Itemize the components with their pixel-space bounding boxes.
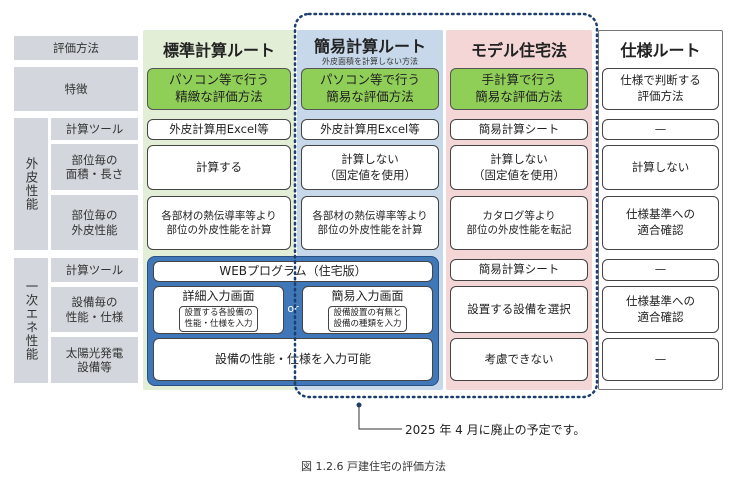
or-label: or bbox=[287, 302, 299, 315]
model-equipment-perf: 設置する設備を選択 bbox=[450, 286, 588, 333]
spec-equipment-perf: 仕様基準への 適合確認 bbox=[602, 286, 719, 333]
model-envelope-tool: 簡易計算シート bbox=[450, 119, 588, 140]
spec-envelope-tool: — bbox=[602, 119, 719, 140]
simple-area-length: 計算しない （固定値を使用） bbox=[301, 145, 439, 190]
spec-envelope-perf: 仕様基準への 適合確認 bbox=[602, 196, 719, 250]
standard-feature: パソコン等で行う 精緻な評価方法 bbox=[147, 68, 291, 110]
spec-feature: 仕様で判断する 評価方法 bbox=[602, 68, 719, 110]
detail-input-desc: 設置する各設備の 性能・仕様を入力 bbox=[179, 306, 258, 332]
standard-envelope-perf: 各部材の熱伝導率等より 部位の外皮性能を計算 bbox=[147, 196, 291, 250]
model-solar: 考慮できない bbox=[450, 338, 588, 381]
spec-area-length: 計算しない bbox=[602, 145, 719, 190]
dotted-outline bbox=[293, 12, 599, 399]
row-label-area-length: 部位毎の 面積・長さ bbox=[51, 144, 138, 190]
web-program-title: WEBプログラム（住宅版） bbox=[153, 261, 433, 282]
simple-envelope-perf: 各部材の熱伝導率等より 部位の外皮性能を計算 bbox=[301, 196, 439, 250]
callout-line bbox=[358, 405, 402, 430]
model-envelope-perf: カタログ等より 部位の外皮性能を転記 bbox=[450, 196, 588, 250]
model-area-length: 計算しない （固定値を使用） bbox=[450, 145, 588, 190]
row-label-solar: 太陽光発電 設備等 bbox=[51, 337, 138, 383]
row-label-envelope-perf: 部位毎の 外皮性能 bbox=[51, 195, 138, 250]
row-label-envelope-tool: 計算ツール bbox=[51, 118, 138, 140]
simple-route-title: 簡易計算ルート bbox=[313, 37, 426, 56]
model-house-title: モデル住宅法 bbox=[470, 41, 567, 60]
simple-envelope-tool: 外皮計算用Excel等 bbox=[301, 119, 439, 140]
simple-input-screen: 簡易入力画面 設備設置の有無と 設備の種類を入力 bbox=[302, 286, 433, 334]
deprecation-note: 2025 年 4 月に廃止の予定です。 bbox=[405, 423, 586, 437]
simple-input-title: 簡易入力画面 bbox=[331, 289, 404, 304]
simple-route-subtitle: 外皮面積を計算しない方法 bbox=[322, 57, 418, 66]
figure-caption: 図 1.2.6 戸建住宅の評価方法 bbox=[301, 460, 446, 473]
group-label-envelope: 外皮性能 bbox=[14, 118, 48, 250]
spec-route-title: 仕様ルート bbox=[620, 41, 701, 60]
standard-area-length: 計算する bbox=[147, 145, 291, 190]
solar-input-box: 設備の性能・仕様を入力可能 bbox=[153, 338, 433, 381]
row-label-feature: 特徴 bbox=[14, 67, 138, 111]
model-energy-tool: 簡易計算シート bbox=[450, 259, 588, 281]
detail-input-screen: 詳細入力画面 設置する各設備の 性能・仕様を入力 bbox=[153, 286, 284, 334]
row-label-equipment-perf: 設備毎の 性能・仕様 bbox=[51, 287, 138, 332]
simple-input-desc: 設備設置の有無と 設備の種類を入力 bbox=[328, 306, 407, 332]
detail-input-title: 詳細入力画面 bbox=[182, 289, 255, 304]
spec-energy-tool: — bbox=[602, 259, 719, 281]
model-feature: 手計算で行う 簡易な評価方法 bbox=[450, 68, 588, 110]
row-label-energy-tool: 計算ツール bbox=[51, 258, 138, 282]
group-label-energy: 一次エネ性能 bbox=[14, 258, 48, 383]
standard-envelope-tool: 外皮計算用Excel等 bbox=[147, 119, 291, 140]
standard-route-title: 標準計算ルート bbox=[162, 41, 275, 60]
simple-feature: パソコン等で行う 簡易な評価方法 bbox=[301, 68, 439, 110]
row-label-method: 評価方法 bbox=[14, 36, 138, 60]
spec-solar: — bbox=[602, 338, 719, 381]
